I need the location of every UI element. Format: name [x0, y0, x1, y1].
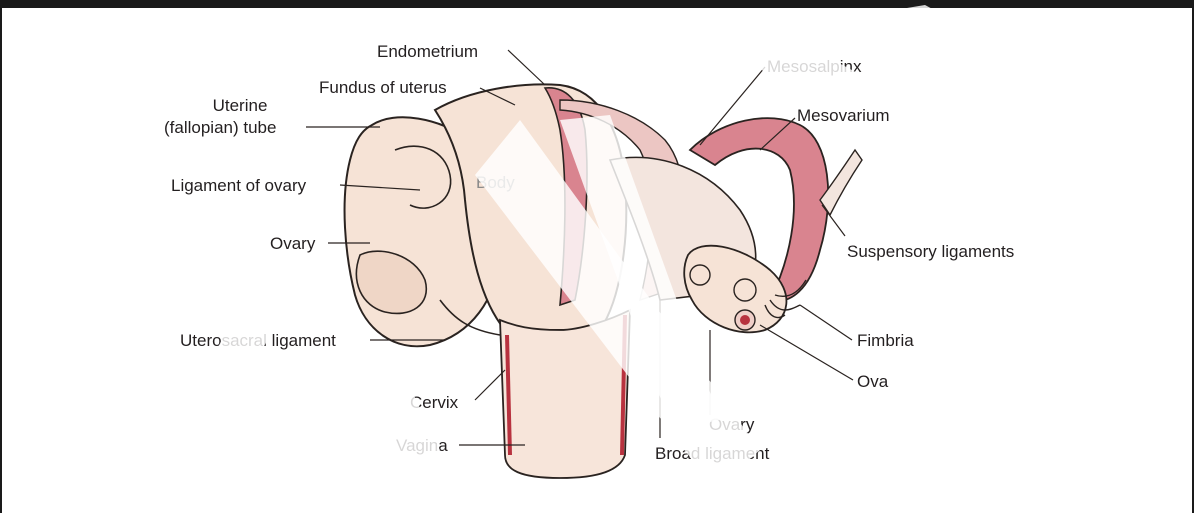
watermark-stroke-6	[340, 345, 440, 465]
watermark-stroke-1	[132, 270, 298, 513]
watermark-stroke-4	[745, 45, 880, 105]
watermark-stroke-5	[865, 5, 990, 55]
